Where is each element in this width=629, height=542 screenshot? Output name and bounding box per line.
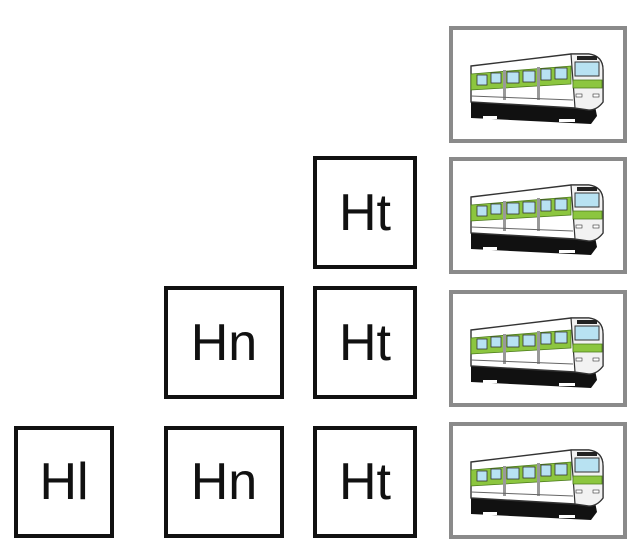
- train-icon: [470, 183, 604, 256]
- label-tile-hl: Hl: [14, 426, 114, 538]
- train-icon: [470, 52, 604, 125]
- train-frame-row-1: [449, 26, 627, 143]
- label-tile-ht: Ht: [313, 156, 417, 269]
- label-tile-hn: Hn: [164, 426, 284, 538]
- train-frame-row-4: [449, 422, 627, 539]
- label-tile-ht: Ht: [313, 426, 417, 538]
- train-frame-row-3: [449, 290, 627, 407]
- train-icon: [470, 448, 604, 521]
- train-icon: [470, 316, 604, 389]
- train-frame-row-2: [449, 157, 627, 274]
- label-tile-ht: Ht: [313, 286, 417, 399]
- label-tile-hn: Hn: [164, 286, 284, 399]
